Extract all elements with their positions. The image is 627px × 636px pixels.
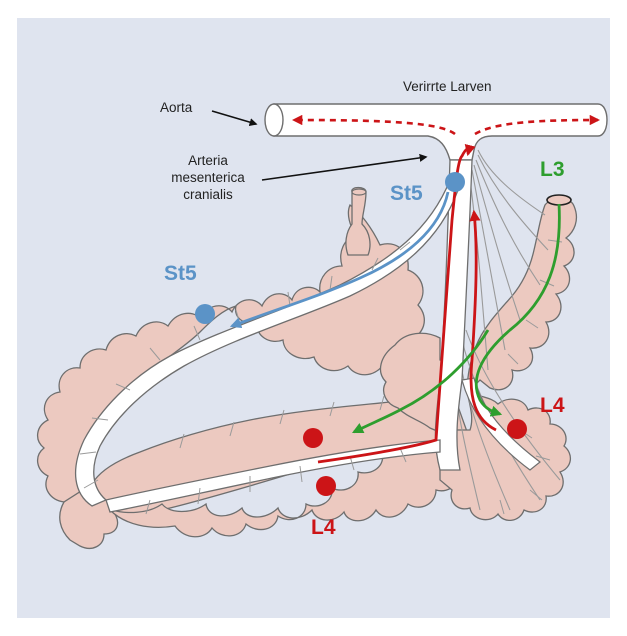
colon-opening: [547, 195, 571, 205]
arteria-label-1: Arteria: [188, 153, 228, 168]
arteria-pointer: [262, 157, 426, 180]
st5-left-label: St5: [164, 262, 197, 285]
aorta-label: Aorta: [160, 100, 193, 115]
larva-dot-l4-bottom: [316, 476, 336, 496]
aorta-tube: [274, 104, 607, 160]
larva-dot-st5-top: [445, 172, 465, 192]
larva-dot-l4-mid: [303, 428, 323, 448]
arteria-label-2: mesenterica: [171, 170, 245, 185]
larva-dot-st5-left: [195, 304, 215, 324]
l4-bottom-label: L4: [311, 516, 336, 539]
verirrte-larven-label: Verirrte Larven: [403, 79, 492, 94]
aorta-opening: [265, 104, 283, 136]
l3-label: L3: [540, 158, 565, 181]
arteria-label-3: cranialis: [183, 187, 233, 202]
larva-dot-l4-right: [507, 419, 527, 439]
l4-right-label: L4: [540, 394, 565, 417]
aorta-pointer: [212, 111, 256, 124]
st5-top-label: St5: [390, 182, 423, 205]
